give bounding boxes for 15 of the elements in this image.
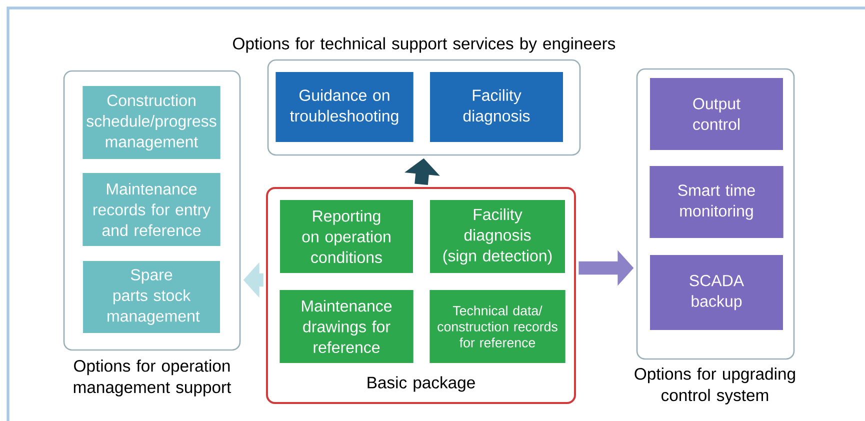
node-label: Options for operation management support [74,360,232,396]
option-box: Reporting on operation conditions [280,200,413,273]
option-box: Guidance on troubleshooting [276,72,414,142]
option-box: SCADA backup [650,255,783,330]
node-label: Options for upgrading control system [634,368,795,404]
node-label: Options for technical support services by engineers [233,37,616,53]
option-box: Spare parts stock management [83,261,220,333]
option-box: Technical data/ construction records for reference [430,290,566,363]
option-box: Output control [650,78,783,150]
option-box: Maintenance records for entry and reference [82,173,220,246]
option-box: Maintenance drawings for reference [280,290,414,363]
option-box: Smart time monitoring [650,166,784,238]
option-box: Facility diagnosis (sign detection) [430,200,565,273]
option-box: Facility diagnosis [430,72,563,142]
option-box: Construction schedule/progress management [82,86,220,159]
